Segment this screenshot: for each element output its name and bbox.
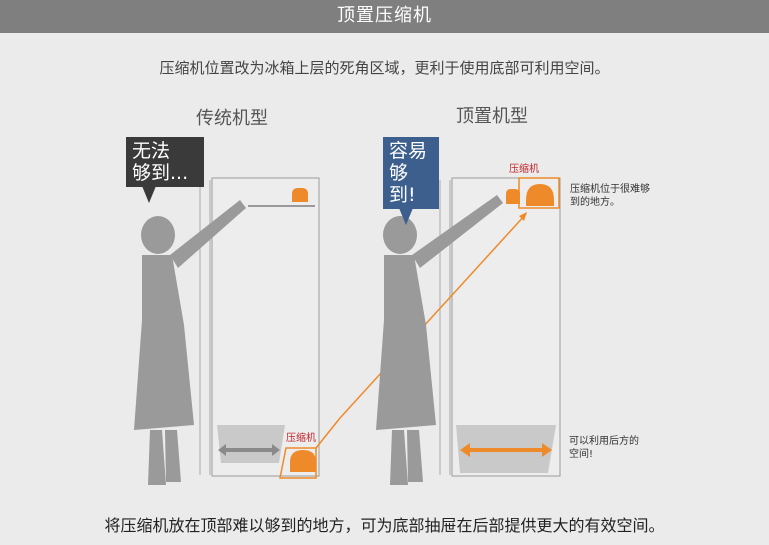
top-compressor-title: 顶置机型 — [456, 106, 528, 127]
traditional-fridge — [199, 177, 341, 479]
person-silhouette-right — [376, 195, 503, 485]
compressor-icon — [526, 184, 554, 206]
bubble-text: 够到... — [132, 162, 189, 184]
compressor-icon — [290, 450, 316, 472]
person-silhouette-left — [134, 200, 246, 485]
compressor-label-right: 压缩机 — [509, 164, 539, 175]
note-text: 可以利用后方的 — [569, 436, 639, 447]
note-text: 压缩机位于很难够 — [570, 184, 650, 195]
jar-icon — [292, 188, 308, 202]
jar-icon — [506, 189, 520, 204]
note-top: 压缩机位于很难够 到的地方。 — [570, 183, 650, 209]
top-compressor-fridge — [339, 177, 561, 477]
traditional-title: 传统机型 — [196, 108, 268, 129]
note-text: 到的地方。 — [570, 197, 620, 208]
easy-reach-bubble: 容易 够到! — [383, 137, 439, 225]
header-title: 顶置压缩机 — [337, 5, 432, 26]
bubble-text: 够到! — [389, 162, 416, 206]
cannot-reach-bubble: 无法 够到... — [126, 137, 204, 203]
footer-caption: 将压缩机放在顶部难以够到的地方，可为底部抽屉在后部提供更大的有效空间。 — [104, 516, 665, 535]
note-bottom: 可以利用后方的 空间! — [569, 435, 639, 461]
note-text: 空间! — [569, 449, 594, 460]
page-header: 顶置压缩机 — [0, 0, 769, 33]
compressor-label-left: 压缩机 — [286, 433, 316, 444]
subtitle: 压缩机位置改为冰箱上层的死角区域，更利于使用底部可利用空间。 — [159, 59, 610, 77]
bubble-text: 无法 — [132, 140, 171, 162]
bubble-text: 容易 — [389, 140, 428, 162]
